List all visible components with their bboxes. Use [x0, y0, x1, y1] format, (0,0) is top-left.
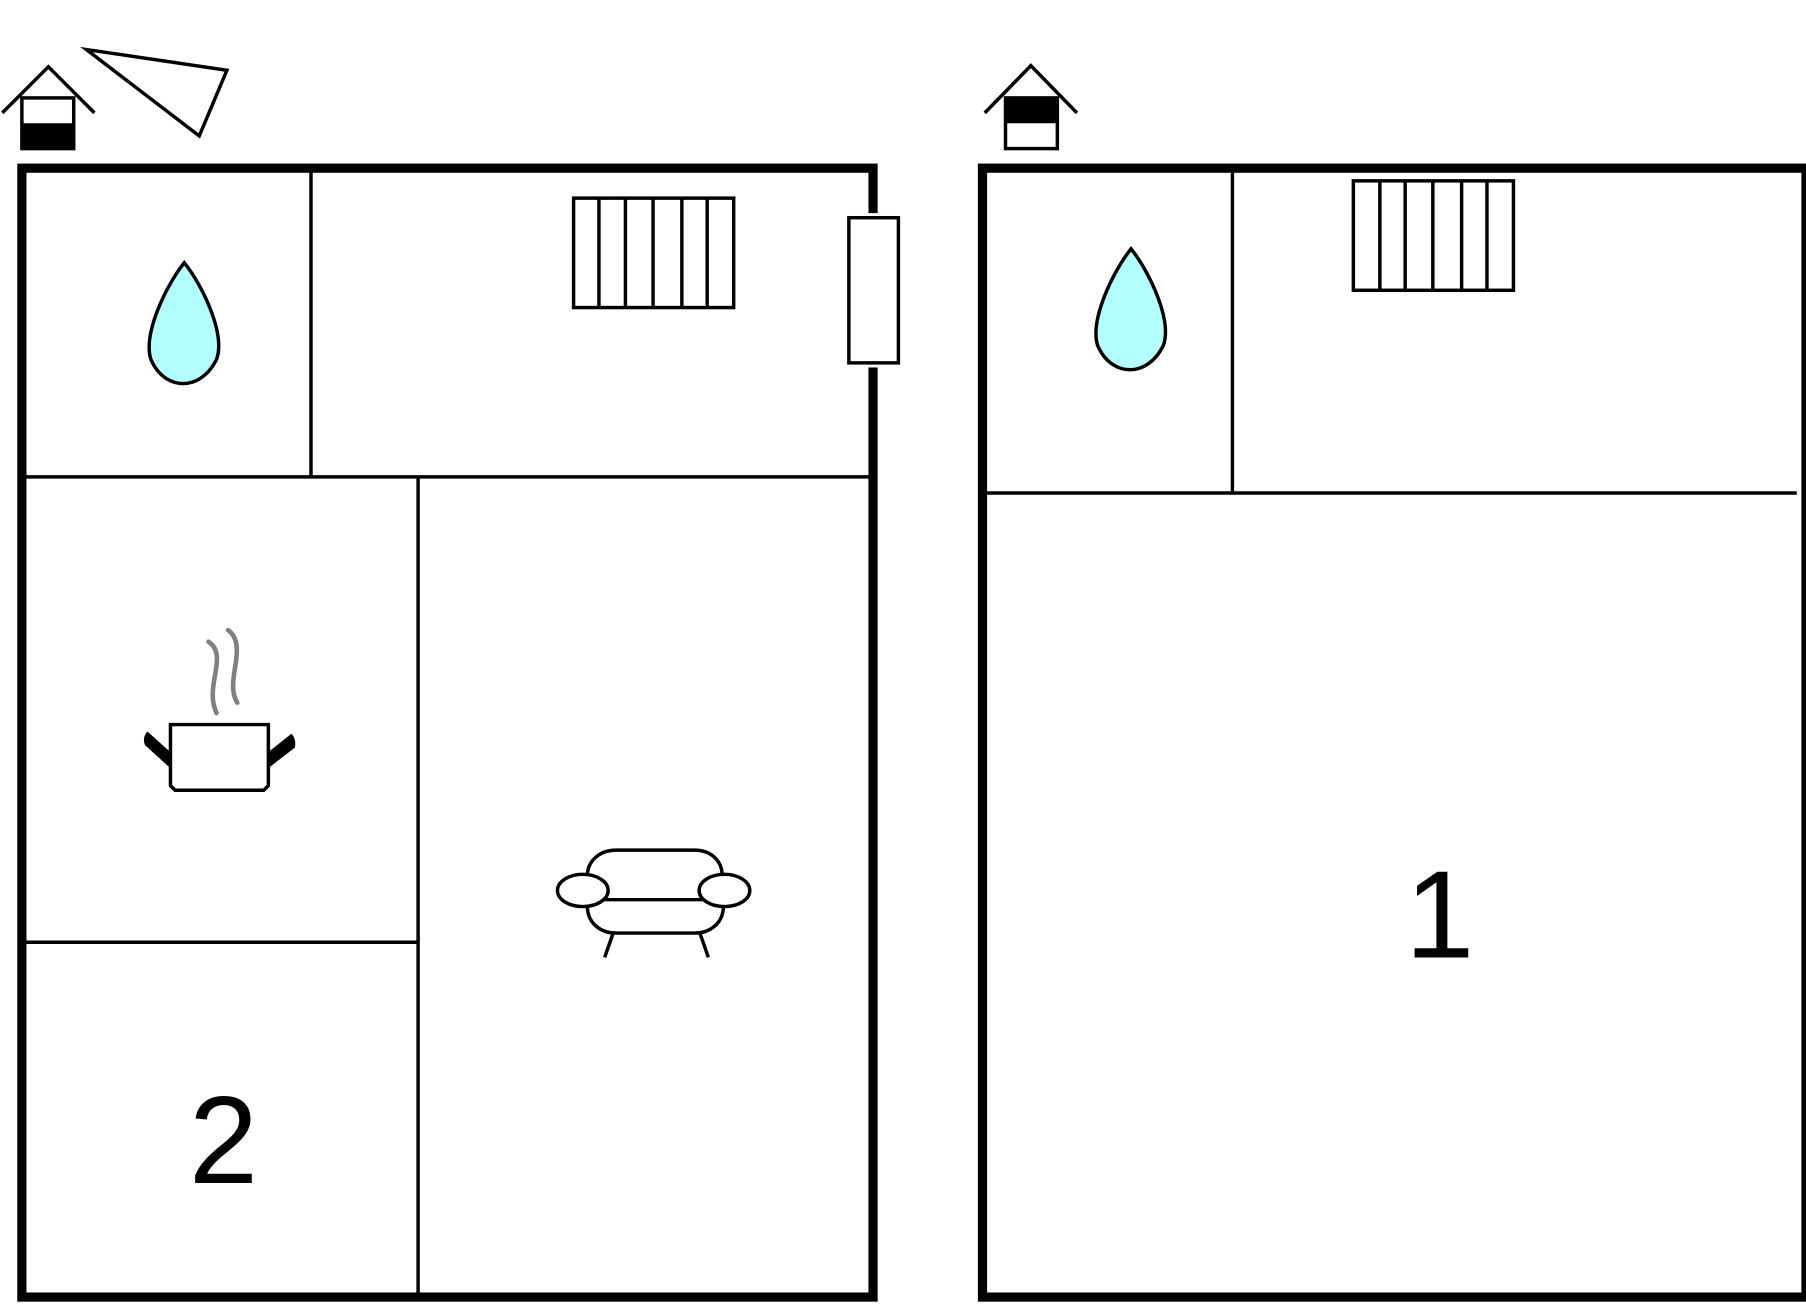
floor-upper: 1: [977, 63, 1806, 1302]
room-number-label: 2: [189, 1071, 258, 1210]
water-drop-icon: [1094, 246, 1168, 372]
cooking-pot-icon: [143, 627, 296, 792]
house-upper-floor-icon: [983, 63, 1079, 151]
room-number-label: 1: [1405, 845, 1474, 984]
outer-wall: [17, 163, 878, 1302]
sofa-icon: [555, 848, 752, 958]
house-lower-floor-icon: [1, 64, 96, 151]
radiator-icon: [571, 196, 736, 310]
water-drop-icon: [147, 259, 221, 386]
exterior-door-icon: [847, 213, 901, 368]
north-arrow-icon: [80, 46, 230, 139]
floor-ground: 2: [1, 46, 901, 1302]
radiator-icon: [1351, 179, 1516, 293]
